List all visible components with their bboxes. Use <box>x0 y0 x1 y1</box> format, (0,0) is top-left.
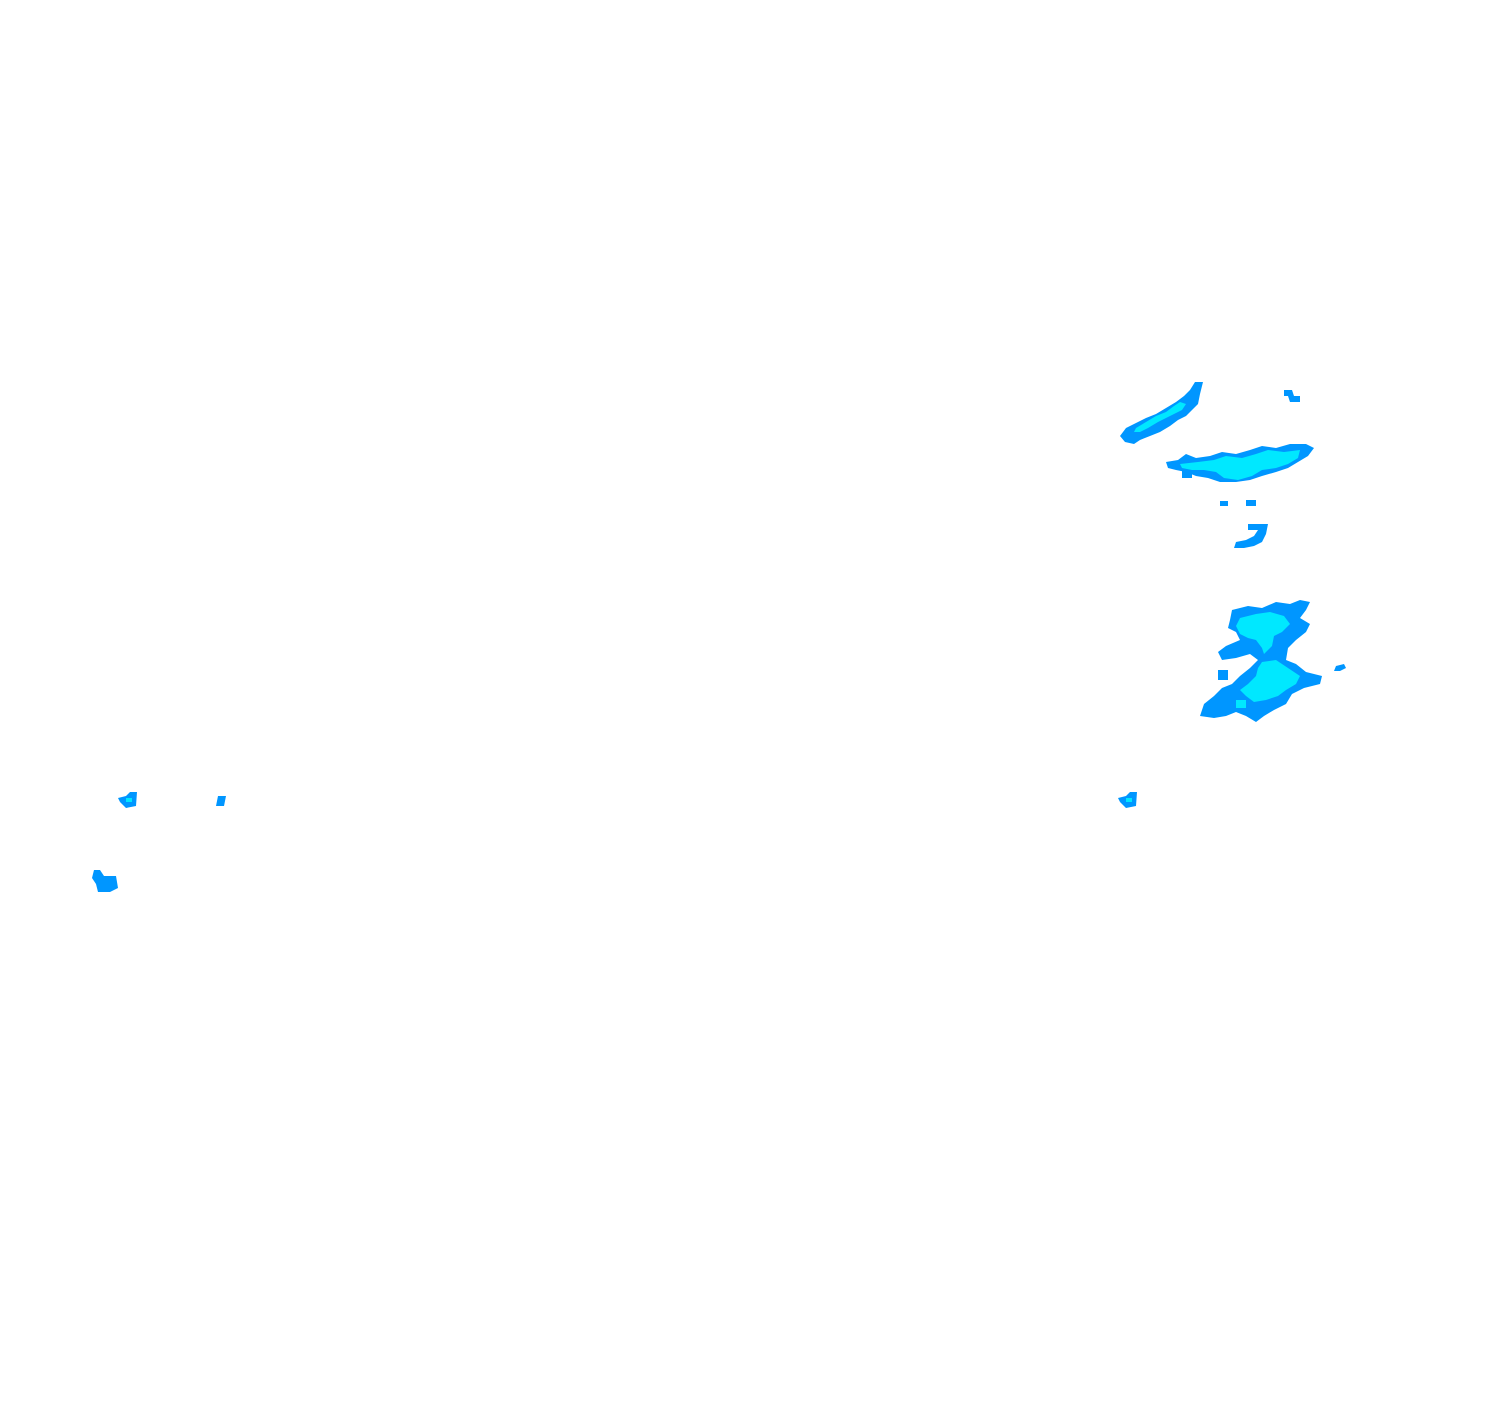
echo-small-northeast <box>1284 390 1300 402</box>
echo-moderate-area <box>1234 524 1268 548</box>
echo-west-small-c <box>92 870 118 892</box>
echo-west-small-a2 <box>118 792 137 808</box>
echo-west-small-b <box>216 796 226 806</box>
echo-moderate-area <box>92 870 118 892</box>
echo-light-area <box>1236 612 1290 654</box>
echo-light-area <box>1240 660 1300 702</box>
echo-moderate-cell <box>1182 470 1192 478</box>
echo-dot <box>1246 500 1256 506</box>
echo-dot <box>1220 501 1228 506</box>
echo-west-small-a <box>1118 792 1137 808</box>
echo-moderate-area <box>1334 664 1346 671</box>
echo-central-band <box>1166 444 1314 482</box>
echo-dots-center <box>1220 500 1256 506</box>
echo-light-cell <box>1126 798 1132 802</box>
echo-light-cell <box>1236 700 1246 708</box>
echo-hook <box>1234 524 1268 548</box>
echo-light-cell <box>126 798 132 802</box>
echo-moderate-area <box>1284 390 1300 402</box>
echo-northwest-band <box>1120 382 1203 444</box>
echo-far-east-speck <box>1334 664 1346 671</box>
echo-south-cluster <box>1200 600 1322 722</box>
echo-light-area <box>1134 402 1186 432</box>
echo-moderate-cell <box>1218 670 1228 680</box>
echo-moderate-area <box>216 796 226 806</box>
echo-light-area <box>1180 450 1300 480</box>
echo-moderate-area <box>1200 600 1322 722</box>
